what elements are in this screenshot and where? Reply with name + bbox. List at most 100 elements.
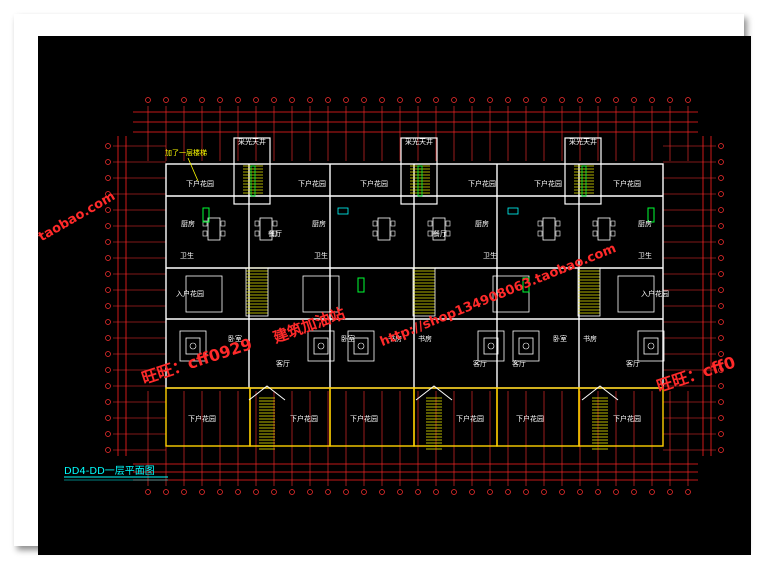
stair-rail	[581, 165, 587, 197]
axis-bubble	[718, 159, 724, 165]
stair-rail	[417, 165, 423, 197]
interior-stair	[412, 267, 436, 317]
yard-label: 下户花园	[350, 414, 378, 423]
chair	[272, 220, 278, 227]
axis-bubble	[105, 351, 111, 357]
axis-bubble	[487, 97, 493, 103]
axis-bubble	[505, 97, 511, 103]
room-outline	[302, 275, 340, 313]
axis-bubble	[145, 97, 151, 103]
coffee-table	[313, 337, 329, 355]
sofa-outline	[477, 330, 505, 362]
axis-bubble	[289, 489, 295, 495]
axis-bubble	[685, 97, 691, 103]
axis-bubble	[718, 223, 724, 229]
axis-bubble	[105, 271, 111, 277]
axis-bubble	[613, 489, 619, 495]
table-decor	[189, 342, 197, 350]
sofa-outline	[347, 330, 375, 362]
sofa-outline	[637, 330, 665, 362]
axis-bubble	[577, 97, 583, 103]
room-label: 厨房	[312, 219, 326, 228]
table-outline	[542, 217, 556, 241]
drawing-title: DD4-DD一层平面图	[64, 465, 155, 477]
axis-bubble	[523, 489, 529, 495]
yard-label: 下户花园	[516, 414, 544, 423]
axis-bubble	[559, 489, 565, 495]
coffee-table	[518, 337, 534, 355]
light-well-stair	[410, 165, 430, 197]
sofa-set	[179, 330, 207, 362]
axis-bubble	[718, 303, 724, 309]
chair	[254, 230, 260, 237]
axis-bubble	[271, 489, 277, 495]
axis-bubble	[718, 431, 724, 437]
axis-bubble	[343, 97, 349, 103]
axis-bubble	[415, 97, 421, 103]
table-outline	[207, 217, 221, 241]
axis-bubble	[289, 97, 295, 103]
dining-table	[537, 217, 561, 241]
axis-bubbles	[105, 97, 724, 495]
room-label: 书房	[388, 334, 402, 343]
room-label: 客厅	[626, 359, 640, 368]
axis-bubble	[105, 175, 111, 181]
axis-grid	[113, 106, 716, 486]
axis-bubble	[105, 367, 111, 373]
room-label: 入户花园	[641, 289, 669, 298]
dining-table	[202, 217, 226, 241]
axis-bubble	[105, 383, 111, 389]
yard-label: 下户花园	[456, 414, 484, 423]
axis-bubble	[105, 143, 111, 149]
axis-bubble	[253, 97, 259, 103]
axis-bubble	[379, 97, 385, 103]
axis-bubble	[105, 335, 111, 341]
light-well-stair	[243, 165, 263, 197]
dining-table	[254, 217, 278, 241]
room-label: 下户花园	[186, 179, 214, 188]
dimension-lines	[117, 111, 712, 481]
axis-bubble	[235, 489, 241, 495]
room-label: 下户花园	[468, 179, 496, 188]
interior-stair	[577, 267, 601, 317]
stairs	[243, 165, 619, 450]
axis-bubble	[649, 97, 655, 103]
table-outline	[259, 217, 273, 241]
axis-bubble	[105, 303, 111, 309]
room-label: 卫生	[180, 251, 194, 260]
axis-bubble	[181, 489, 187, 495]
sofa-set	[307, 330, 335, 362]
axis-bubble	[487, 489, 493, 495]
interior-stair	[245, 267, 269, 317]
light-well-label-2: 采光天井	[405, 137, 433, 146]
coffee-table	[353, 337, 369, 355]
axis-bubble	[577, 489, 583, 495]
axis-bubble	[718, 367, 724, 373]
axis-bubble	[718, 175, 724, 181]
table-decor	[317, 342, 325, 350]
chair	[592, 230, 598, 237]
axis-bubble	[397, 489, 403, 495]
dining-table	[427, 217, 451, 241]
callout-note: 加了一层楼梯	[165, 148, 207, 157]
axis-bubble	[718, 207, 724, 213]
chair	[555, 220, 561, 227]
axis-bubble	[343, 489, 349, 495]
room-label: 下户花园	[613, 179, 641, 188]
room-label: 餐厅	[268, 229, 282, 238]
room-labels: 采光天井 采光天井 采光天井 下户花园 下户花园 下户花园 下户花园 下户花园 …	[176, 137, 669, 423]
axis-bubble	[433, 97, 439, 103]
axis-bubble	[718, 287, 724, 293]
axis-bubble	[105, 191, 111, 197]
axis-bubble	[649, 489, 655, 495]
cyan-mark	[337, 207, 349, 215]
room-label: 餐厅	[433, 229, 447, 238]
axis-bubble	[667, 97, 673, 103]
axis-bubble	[433, 489, 439, 495]
yard-label: 下户花园	[188, 414, 216, 423]
stair-outline	[245, 267, 269, 317]
chair	[427, 230, 433, 237]
room-label: 厨房	[181, 219, 195, 228]
room-label: 卧室	[553, 334, 567, 343]
chair	[537, 220, 543, 227]
